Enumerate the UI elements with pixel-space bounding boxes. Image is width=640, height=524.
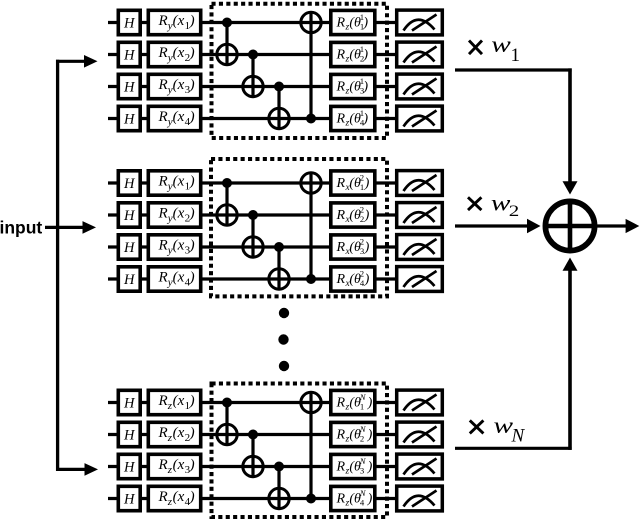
svg-text:Rz(θ11): Rz(θ11) <box>336 12 369 33</box>
svg-text:w: w <box>491 32 511 57</box>
svg-text:Rx(θ22): Rx(θ22) <box>336 205 370 226</box>
svg-text:Rx(θ21): Rx(θ21) <box>336 173 370 194</box>
svg-text:Ry(x2): Ry(x2) <box>158 45 195 64</box>
svg-text:H: H <box>123 427 136 443</box>
svg-text:H: H <box>123 240 136 256</box>
svg-text:Ry(x4): Ry(x4) <box>158 270 195 289</box>
svg-text:H: H <box>123 208 136 224</box>
svg-text:H: H <box>123 459 136 475</box>
svg-text:H: H <box>123 47 136 63</box>
svg-text:Rz(θN3): Rz(θN3) <box>336 456 373 477</box>
svg-text:Rx(θ24): Rx(θ24) <box>336 269 370 290</box>
svg-text:Rz(θN4): Rz(θN4) <box>336 488 373 509</box>
svg-text:Rz(θN1): Rz(θN1) <box>336 392 373 413</box>
svg-text:H: H <box>123 395 136 411</box>
svg-text:Rz(x2): Rz(x2) <box>158 425 195 444</box>
svg-text:Rz(x1): Rz(x1) <box>158 393 195 412</box>
svg-text:Rz(x4): Rz(x4) <box>158 489 195 508</box>
svg-text:H: H <box>123 15 136 31</box>
svg-text:Ry(x3): Ry(x3) <box>158 238 195 257</box>
svg-text:H: H <box>123 111 136 127</box>
svg-text:H: H <box>123 491 136 507</box>
svg-text:input: input <box>0 218 42 238</box>
svg-text:H: H <box>123 176 136 192</box>
svg-text:H: H <box>123 79 136 95</box>
svg-text:Ry(x2): Ry(x2) <box>158 206 195 225</box>
svg-text:Ry(x3): Ry(x3) <box>158 77 195 96</box>
svg-text:1: 1 <box>511 45 521 66</box>
svg-text:w: w <box>494 413 514 438</box>
svg-text:Ry(x1): Ry(x1) <box>158 13 195 32</box>
svg-text:Rz(θ12): Rz(θ12) <box>336 44 369 65</box>
svg-text:Rz(θ14): Rz(θ14) <box>336 108 369 129</box>
svg-text:Rx(θ23): Rx(θ23) <box>336 237 370 258</box>
svg-text:2: 2 <box>509 203 520 220</box>
svg-text:Rz(θ13): Rz(θ13) <box>336 76 369 97</box>
svg-text:Rz(θN2): Rz(θN2) <box>336 424 373 445</box>
svg-text:H: H <box>123 272 136 288</box>
svg-text:N: N <box>511 426 526 447</box>
svg-text:w: w <box>491 191 511 216</box>
svg-text:Rz(x3): Rz(x3) <box>158 457 195 476</box>
svg-text:Ry(x4): Ry(x4) <box>158 109 195 128</box>
svg-text:Ry(x1): Ry(x1) <box>158 174 195 193</box>
